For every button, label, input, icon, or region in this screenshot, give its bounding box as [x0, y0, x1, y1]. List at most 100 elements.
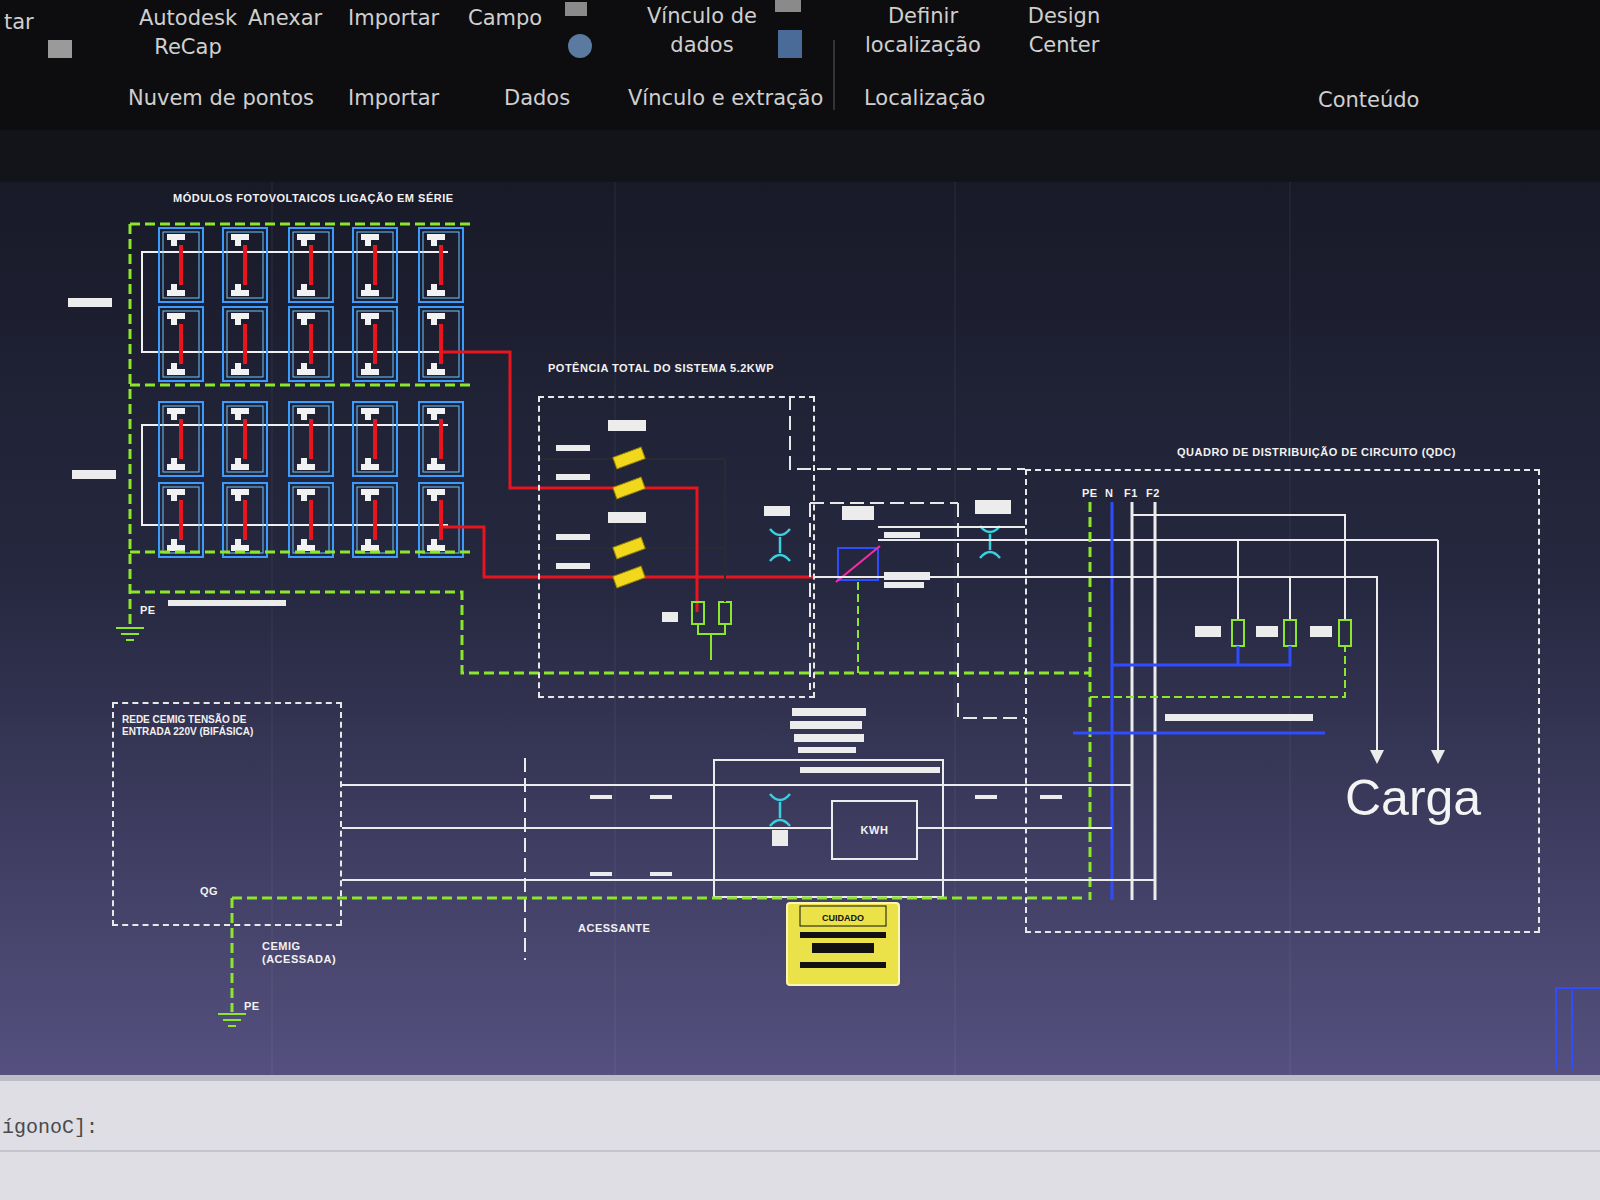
energy-meter: KWH: [831, 800, 918, 860]
warning-sign: CUIDADO: [787, 903, 899, 985]
wire-connector: [918, 827, 1025, 829]
ground-symbol: [116, 628, 144, 640]
circuit-breaker: [1232, 620, 1351, 646]
wire-connector: [815, 576, 1025, 578]
internal-wire: [724, 545, 726, 602]
warning-sign: [800, 906, 886, 926]
ribbon-group: Localização: [864, 84, 985, 113]
bus-label: F1: [1124, 487, 1138, 500]
ground-wire: [1090, 646, 1345, 697]
board-heading: QUADRO DE DISTRIBUIÇÃO DE CIRCUITO (QDC): [1177, 446, 1537, 459]
ribbon-label: Definir localização: [856, 2, 990, 60]
grid-lines: [272, 182, 1290, 1075]
utility-grid-box: REDE CEMIG TENSÃO DE ENTRADA 220V (BIFÁS…: [112, 702, 342, 926]
ac-wire: [878, 527, 1438, 540]
utility-label: CEMIG (ACESSADA): [262, 940, 358, 966]
drawing-area: [0, 182, 1600, 1075]
string-box: POTÊNCIA TOTAL DO SISTEMA 5.2KWP: [538, 396, 815, 698]
ground-symbol: [218, 1014, 246, 1026]
neutral-bus: [1111, 502, 1114, 900]
meter-label: KWH: [833, 824, 916, 837]
ribbon-group: Importar: [348, 84, 439, 113]
branch-wire: [1025, 540, 1438, 752]
surge-symbol: [770, 529, 790, 561]
placeholder-tag: [72, 470, 116, 479]
ribbon-label: tar: [4, 8, 34, 37]
toolbar-icon: [778, 30, 802, 58]
warning-sign: [800, 962, 886, 968]
ribbon-group: Nuvem de pontos: [128, 84, 314, 113]
toolbar-divider: [833, 40, 835, 110]
enclosure-outline: [958, 503, 1025, 718]
load-arrow: [1431, 750, 1445, 764]
ribbon-label: Vínculo de dados: [642, 2, 762, 60]
boundary-label: ACESSANTE: [578, 922, 650, 935]
wire-connector: [342, 827, 831, 829]
pv-array: MÓDULOS FOTOVOLTAICOS LIGAÇÃO EM SÉRIE: [128, 190, 473, 565]
placeholder-tag: [556, 420, 1011, 622]
toolbar-icon: [565, 2, 587, 16]
ground-label: PE: [244, 1000, 260, 1013]
array-heading: MÓDULOS FOTOVOLTAICOS LIGAÇÃO EM SÉRIE: [173, 192, 455, 205]
surge-protector: [692, 602, 731, 660]
off-screen-fragment: [1556, 988, 1600, 1070]
toolbar-icon: [568, 34, 592, 58]
string-wiring: [142, 252, 448, 525]
placeholder-tag: [772, 830, 788, 846]
surge-symbol: [770, 794, 790, 826]
warning-text: CUIDADO: [800, 912, 886, 924]
dc-wire: [538, 488, 815, 612]
command-bar: [0, 1075, 1600, 1200]
ribbon-label: Autodesk ReCap: [126, 4, 250, 62]
ribbon-label: Anexar: [248, 4, 322, 33]
placeholder-tag: [1165, 626, 1332, 721]
neutral-wire: [1073, 646, 1325, 733]
placeholder-tag: [168, 600, 286, 606]
toolbar-icon: [48, 40, 72, 58]
ground-label: QG: [200, 885, 218, 898]
ground-wire: [130, 224, 1090, 673]
bus-label: N: [1105, 487, 1113, 500]
placeholder-tag: [590, 708, 1062, 876]
ribbon-label: Design Center: [1016, 2, 1112, 60]
ribbon-label: Importar: [348, 4, 439, 33]
load-arrow: [1370, 750, 1384, 764]
warning-sign: [812, 943, 874, 953]
ribbon-separator: [0, 130, 1600, 182]
ribbon-label: Campo: [468, 4, 542, 33]
bus-label: PE: [1082, 487, 1098, 500]
warning-sign: [787, 903, 899, 985]
ground-wire: [232, 898, 1085, 1012]
wire-connector: [473, 527, 538, 577]
bus-label: F2: [1146, 487, 1160, 500]
boundary-line: [524, 758, 526, 960]
surge-symbol: [980, 526, 1000, 558]
grid-heading: REDE CEMIG TENSÃO DE ENTRADA 220V (BIFÁS…: [122, 714, 254, 738]
system-heading: POTÊNCIA TOTAL DO SISTEMA 5.2KWP: [548, 362, 848, 375]
ribbon-group: Conteúdo: [1318, 86, 1419, 115]
command-bar-edge: [0, 1075, 1600, 1081]
enclosure-outline: [790, 396, 1025, 469]
load-label: Carga: [1345, 770, 1481, 826]
wire-connector: [473, 352, 538, 488]
toolbar-icon: [775, 0, 801, 12]
ribbon-bar: [0, 0, 1600, 130]
pv-module-array: [159, 228, 463, 557]
ground-wire: [857, 582, 859, 673]
distribution-board: QUADRO DE DISTRIBUIÇÃO DE CIRCUITO (QDC): [1025, 469, 1540, 933]
breaker-enclosure: [810, 503, 958, 690]
ribbon-group: Vínculo e extração: [628, 84, 823, 113]
ribbon-group: Dados: [504, 84, 570, 113]
ground-label: PE: [140, 604, 156, 617]
phase-bus: [1132, 502, 1155, 900]
warning-sign: [800, 932, 886, 938]
grid-wire: [342, 785, 1155, 880]
dc-lead: [440, 352, 473, 527]
placeholder-tag: [68, 298, 112, 307]
command-prompt: ígonoC]:: [2, 1116, 98, 1140]
pe-bus: [1089, 502, 1092, 900]
command-bar-line: [0, 1150, 1600, 1152]
